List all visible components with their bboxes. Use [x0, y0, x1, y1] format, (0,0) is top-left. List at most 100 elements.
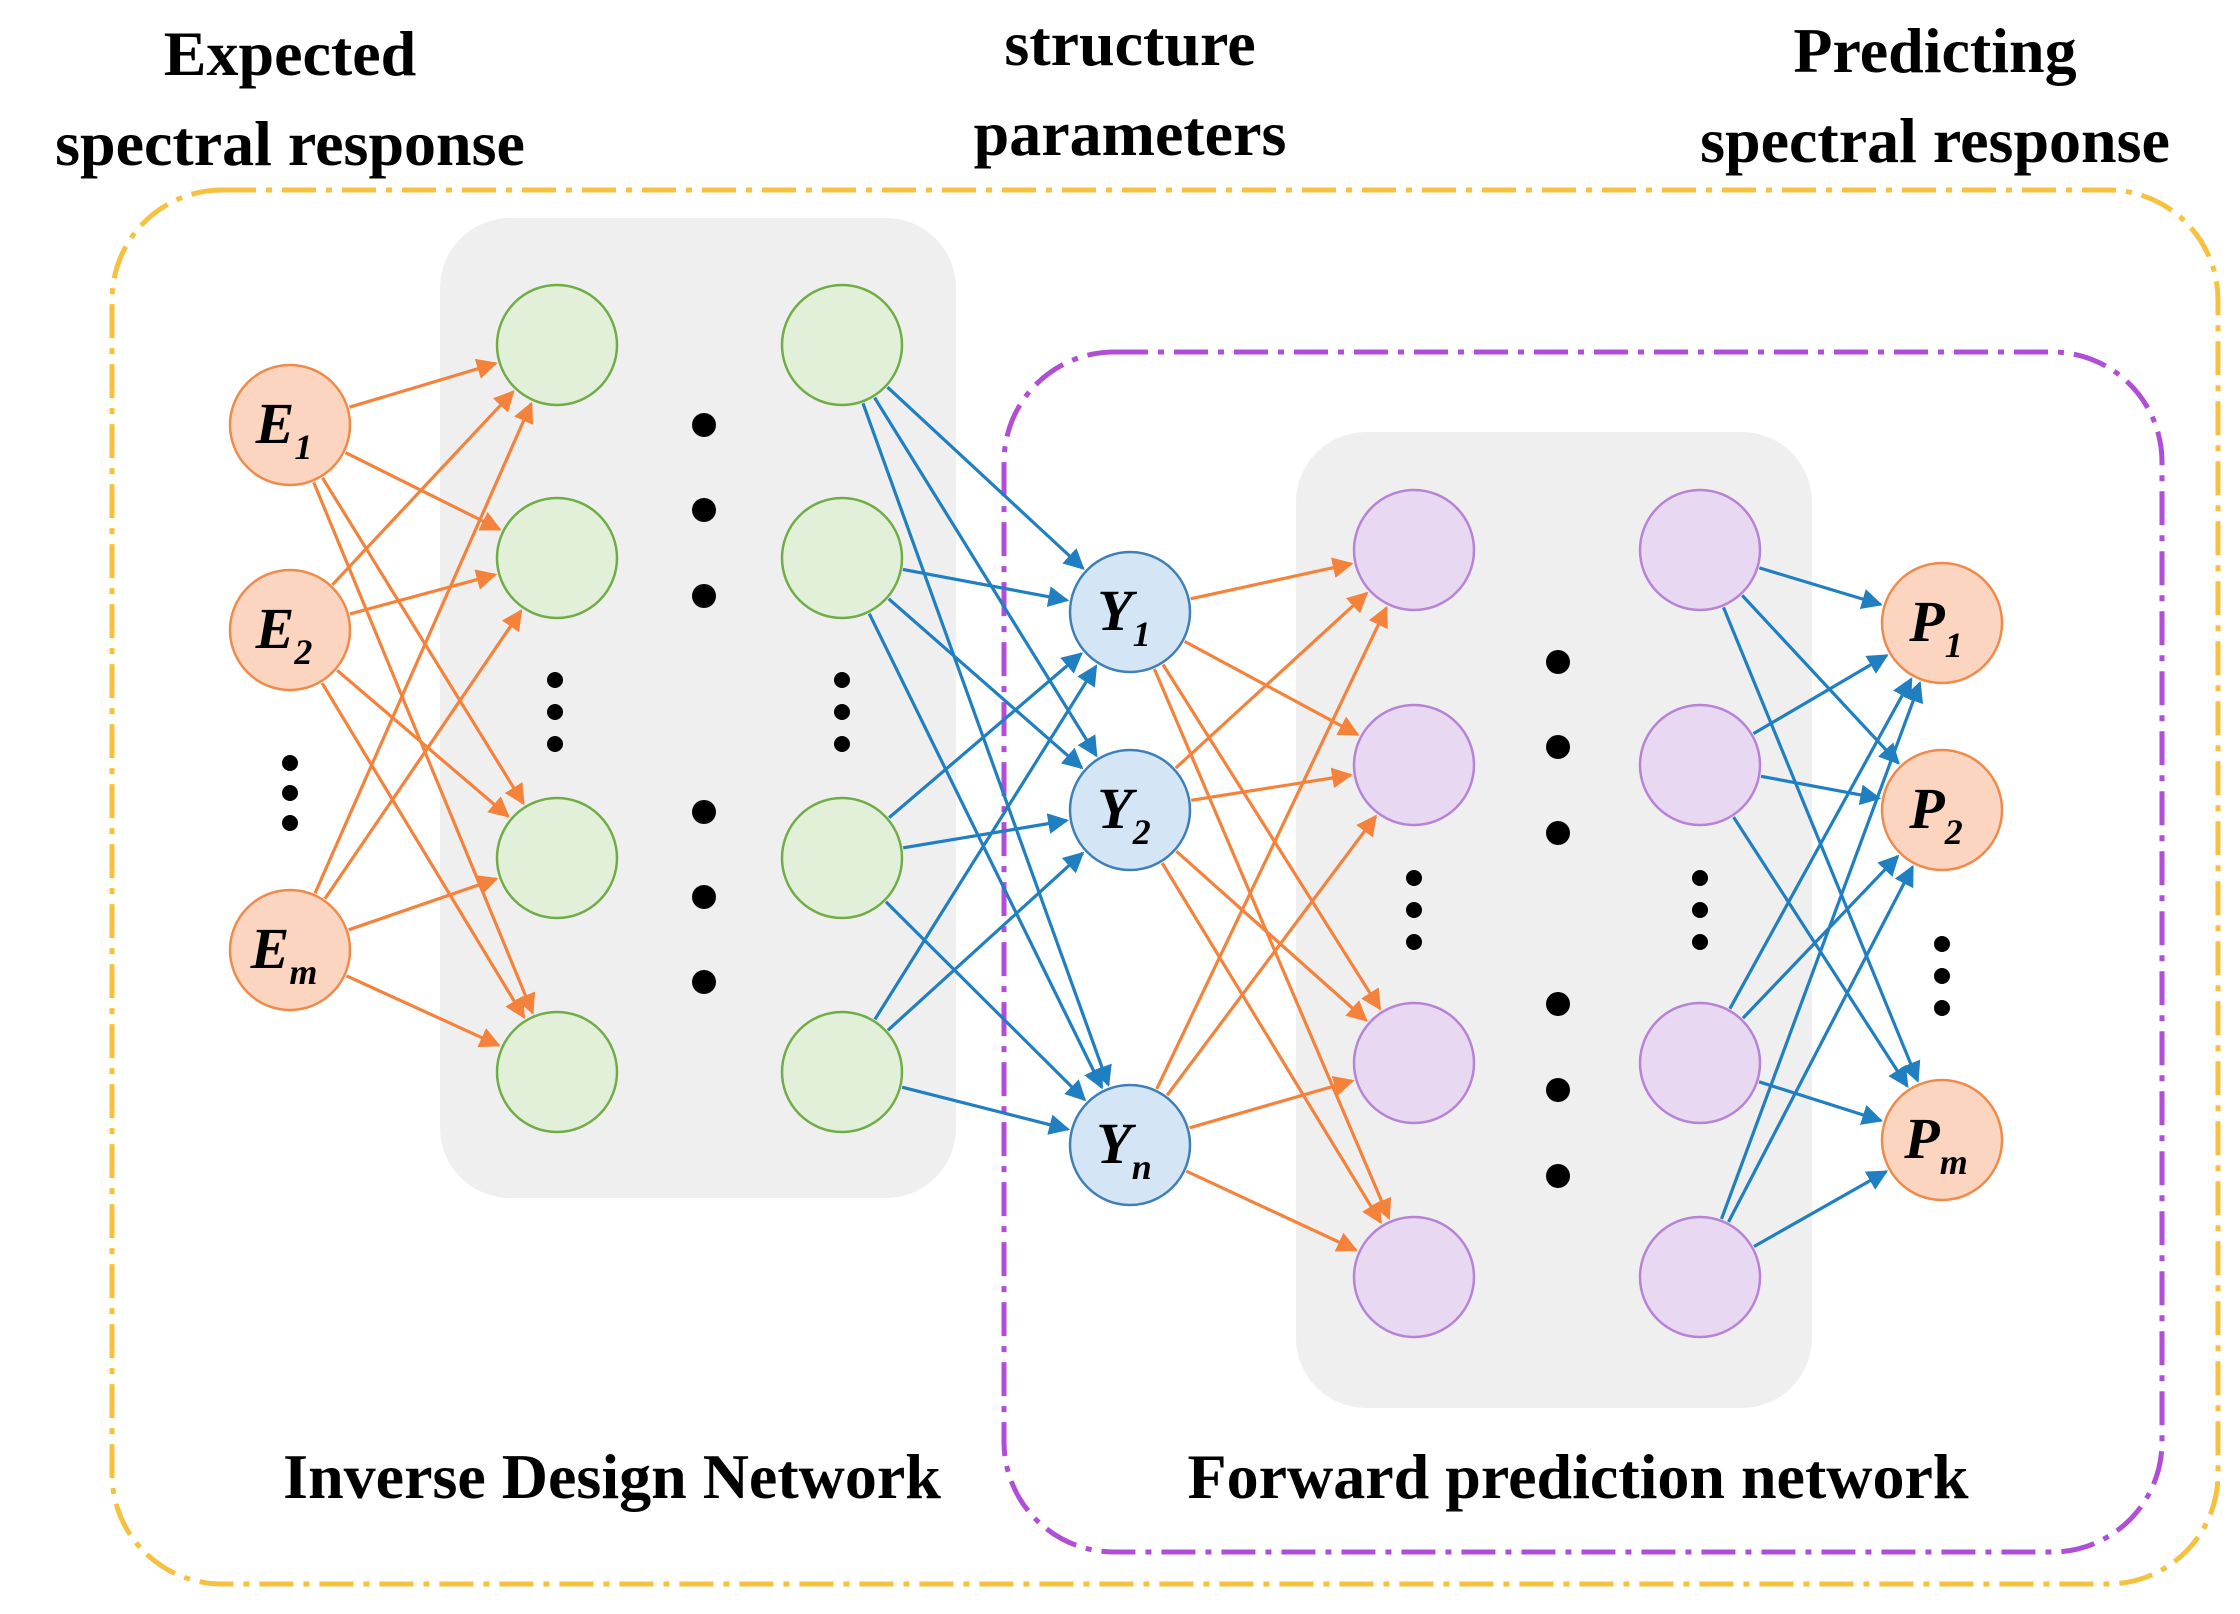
inverse-first-layer-vertical-dot-2 [547, 704, 563, 720]
edge-g2-2-y1 [902, 567, 1070, 607]
inverse-last-layer-vertical-dot-3 [834, 736, 850, 752]
edge-e1-g1-2 [344, 451, 502, 531]
edge-e2-g1-2 [349, 569, 498, 616]
connection-arrows [312, 358, 1924, 1252]
edge-g2-3-y2 [902, 813, 1069, 850]
inverse-between-layers-dot-upper-2 [692, 498, 716, 522]
edge-g2-2-y3 [867, 612, 1104, 1090]
inverse-between-layers-dot-lower-1 [692, 800, 716, 824]
output-vertical-dot-1 [1934, 936, 1950, 952]
edge-y3-u1-2 [1165, 814, 1377, 1097]
hidden-node-inverse-last-2 [780, 496, 904, 620]
hidden-node-forward-first-1 [1352, 488, 1476, 612]
output-node-p2 [1880, 748, 2004, 872]
hidden-node-forward-first-2 [1352, 703, 1476, 827]
input-node-e1 [228, 363, 352, 487]
output-node-pm-label: Pm [1903, 1106, 1967, 1182]
edge-g2-4-y2 [886, 851, 1085, 1032]
edge-u2-1-p1 [1758, 566, 1883, 610]
forward-first-layer-vertical-dot-3 [1406, 934, 1422, 950]
inverse-between-layers-dot-upper-3 [692, 584, 716, 608]
edge-g2-1-y2 [873, 396, 1098, 758]
parameter-node-y1 [1068, 550, 1192, 674]
input-vertical-dot-3 [282, 815, 298, 831]
input-node-e1-label: E1 [255, 391, 313, 467]
output-node-pm [1880, 1078, 2004, 1202]
output-vertical-dot-2 [1934, 968, 1950, 984]
edge-e2-g1-4 [320, 682, 526, 1019]
parameter-node-y2 [1068, 748, 1192, 872]
edge-u2-4-p1 [1719, 681, 1924, 1220]
edge-y2-u1-1 [1174, 591, 1369, 770]
edge-e2-g1-1 [331, 390, 515, 586]
edge-g2-4-y1 [873, 664, 1098, 1021]
hidden-node-inverse-first-2 [495, 496, 619, 620]
input-heading-line1: Expected [164, 18, 416, 89]
input-node-e2 [228, 568, 352, 692]
edge-y1-u1-1 [1190, 557, 1354, 601]
forward-last-layer-vertical-dot-2 [1692, 902, 1708, 918]
edge-y1-u1-3 [1161, 663, 1382, 1011]
forward-last-layer-vertical-dot-3 [1692, 934, 1708, 950]
edge-g2-3-y3 [884, 900, 1087, 1102]
edge-u2-4-p3 [1753, 1170, 1889, 1248]
edge-y3-u1-1 [1155, 605, 1388, 1090]
inverse-hidden-layers-panel [440, 218, 956, 1198]
hidden-node-inverse-first-1 [495, 283, 619, 407]
input-node-e2-label: E2 [255, 596, 313, 672]
forward-between-layers-dot-lower-2 [1546, 1078, 1570, 1102]
edge-y1-u1-2 [1183, 639, 1360, 737]
hidden-node-forward-last-2 [1638, 703, 1762, 827]
edge-e1-g1-1 [348, 358, 498, 409]
hidden-node-inverse-last-4 [780, 1010, 904, 1134]
hidden-node-forward-last-3 [1638, 1001, 1762, 1125]
hidden-node-inverse-last-3 [780, 796, 904, 920]
hidden-node-forward-first-3 [1352, 1001, 1476, 1125]
hidden-node-inverse-first-4 [495, 1010, 619, 1134]
edge-g2-4-y3 [901, 1085, 1071, 1135]
inverse-design-network-label: Inverse Design Network [283, 1441, 941, 1512]
forward-between-layers-dot-upper-1 [1546, 650, 1570, 674]
edge-u2-3-p2 [1741, 854, 1900, 1020]
input-node-em-label: Em [250, 916, 318, 992]
parameter-node-yn [1068, 1083, 1192, 1207]
hidden-node-inverse-last-1 [780, 283, 904, 407]
forward-between-layers-dot-upper-2 [1546, 735, 1570, 759]
output-node-p1 [1880, 561, 2004, 685]
edge-e2-g1-3 [336, 669, 510, 818]
inverse-between-layers-dot-lower-3 [692, 970, 716, 994]
output-heading-line1: Predicting [1793, 15, 2076, 86]
forward-hidden-layers-panel [1296, 432, 1812, 1408]
edge-u2-3-p1 [1728, 677, 1913, 1010]
edge-g2-1-y1 [886, 386, 1085, 570]
edge-g2-1-y3 [861, 402, 1112, 1087]
output-heading-line2: spectral response [1700, 105, 2170, 176]
forward-first-layer-vertical-dot-1 [1406, 870, 1422, 886]
edge-y3-u1-4 [1185, 1169, 1358, 1252]
edge-y2-u1-2 [1190, 767, 1353, 802]
edge-e3-g1-4 [345, 974, 501, 1048]
edge-u2-2-p2 [1760, 774, 1882, 806]
hidden-node-forward-last-1 [1638, 488, 1762, 612]
hidden-node-inverse-first-3 [495, 796, 619, 920]
edge-u2-3-p3 [1758, 1080, 1883, 1125]
edge-e3-g1-3 [348, 875, 499, 932]
edge-g2-3-y1 [888, 652, 1083, 819]
edge-u2-1-p2 [1741, 594, 1900, 765]
inverse-first-layer-vertical-dot-1 [547, 672, 563, 688]
forward-between-layers-dot-lower-1 [1546, 992, 1570, 1016]
forward-prediction-region-border [1001, 349, 2165, 1555]
edge-y1-u1-4 [1152, 668, 1392, 1221]
input-node-em [228, 888, 352, 1012]
inverse-first-layer-vertical-dot-3 [547, 736, 563, 752]
output-node-p1-label: P1 [1908, 589, 1962, 665]
forward-first-layer-vertical-dot-2 [1406, 902, 1422, 918]
edge-u2-4-p2 [1727, 864, 1915, 1223]
parameter-node-yn-label: Yn [1096, 1111, 1151, 1187]
inverse-between-layers-dot-upper-1 [692, 413, 716, 437]
edge-e1-g1-4 [312, 481, 536, 1015]
inverse-last-layer-vertical-dot-1 [834, 672, 850, 688]
hidden-node-forward-last-4 [1638, 1215, 1762, 1339]
edge-y2-u1-4 [1160, 862, 1383, 1225]
